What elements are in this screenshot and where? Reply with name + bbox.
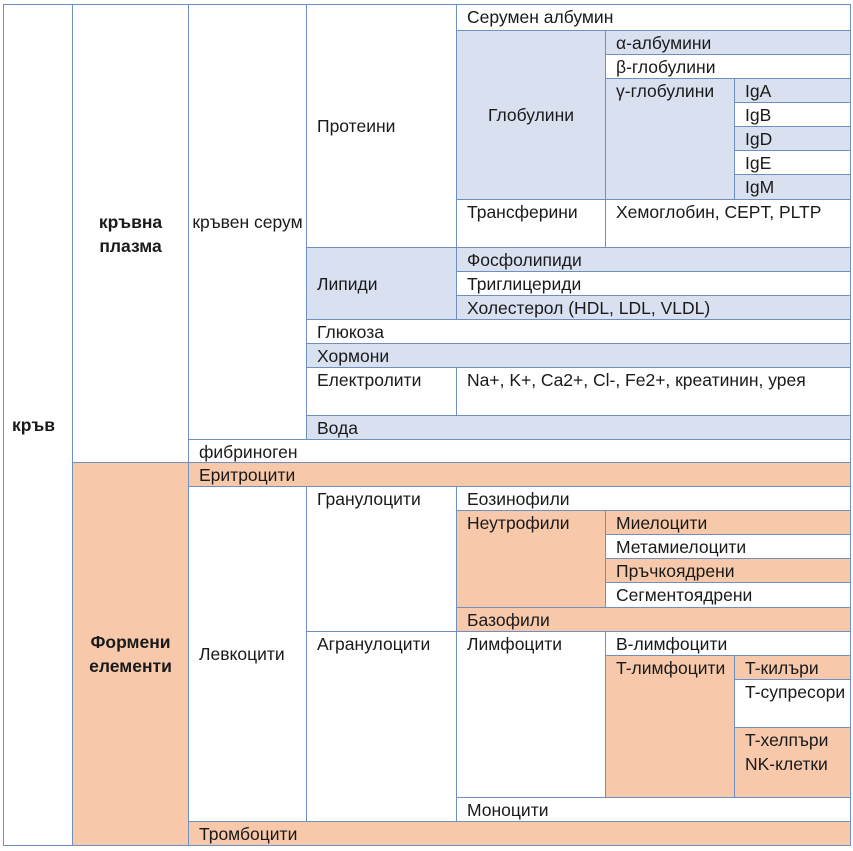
myelocytes-cell: Миелоцити — [605, 510, 851, 535]
t-suppressors-cell: T-супресори — [734, 679, 851, 728]
proteins-cell: Протеини — [306, 4, 457, 248]
alpha-albumins-cell: α-албумини — [605, 30, 851, 55]
t-lymphocytes-cell: T-лимфоцити — [605, 655, 735, 798]
neutrophils-cell: Неутрофили — [456, 510, 606, 608]
fibrinogen-cell: фибриноген — [188, 439, 851, 463]
phospholipids-cell: Фосфолипиди — [456, 247, 851, 272]
electrolytes-cell: Електролити — [306, 367, 457, 416]
igb-cell: IgB — [734, 102, 851, 127]
cholesterol-cell: Холестерол (HDL, LDL, VLDL) — [456, 295, 851, 320]
monocytes-cell: Моноцити — [456, 797, 851, 822]
transferrin-items-cell: Хемоглобин, CEPT, PLTP — [605, 199, 851, 248]
agranulocytes-cell: Агранулоцити — [306, 631, 457, 822]
t-helpers-cell: T-хелпъри NK-клетки — [734, 727, 851, 798]
segmented-neutrophils-cell: Сегментоядрени — [605, 582, 851, 608]
serum-cell: кръвен серум — [188, 4, 307, 440]
igd-cell: IgD — [734, 126, 851, 151]
lipids-cell: Липиди — [306, 247, 457, 320]
globulins-cell: Глобулини — [456, 30, 606, 200]
plasma-cell: кръвна плазма — [72, 4, 189, 463]
transferrins-cell: Трансферини — [456, 199, 606, 248]
erythrocytes-cell: Еритроцити — [188, 462, 851, 487]
lymphocytes-cell: Лимфоцити — [456, 631, 606, 798]
glucose-cell: Глюкоза — [306, 319, 851, 344]
triglycerides-cell: Триглицериди — [456, 271, 851, 296]
granulocytes-cell: Гранулоцити — [306, 486, 457, 632]
water-cell: Вода — [306, 415, 851, 440]
band-neutrophils-cell: Пръчкоядрени — [605, 558, 851, 583]
eosinophils-cell: Еозинофили — [456, 486, 851, 511]
t-helpers-label: T-хелпъри — [745, 730, 829, 750]
gamma-globulins-cell: γ-глобулини — [605, 78, 735, 200]
thrombocytes-cell: Тромбоцити — [188, 821, 851, 846]
serum-albumin-cell: Серумен албумин — [456, 4, 851, 31]
blood-cell: кръв — [3, 4, 73, 846]
b-lymphocytes-cell: B-лимфоцити — [605, 631, 851, 656]
nk-cells-label: NK-клетки — [745, 754, 828, 774]
beta-globulins-cell: β-глобулини — [605, 54, 851, 79]
hormones-cell: Хормони — [306, 343, 851, 368]
igm-cell: IgM — [734, 174, 851, 200]
t-killers-cell: T-килъри — [734, 655, 851, 680]
formed-elements-cell: Формени елементи — [72, 462, 189, 846]
electrolyte-items-cell: Na+, K+, Ca2+, Cl-, Fe2+, креатинин, уре… — [456, 367, 851, 416]
leukocytes-cell: Левкоцити — [188, 486, 307, 822]
iga-cell: IgA — [734, 78, 851, 103]
ige-cell: IgE — [734, 150, 851, 175]
basophils-cell: Базофили — [456, 607, 851, 632]
metamyelocytes-cell: Метамиелоцити — [605, 534, 851, 559]
